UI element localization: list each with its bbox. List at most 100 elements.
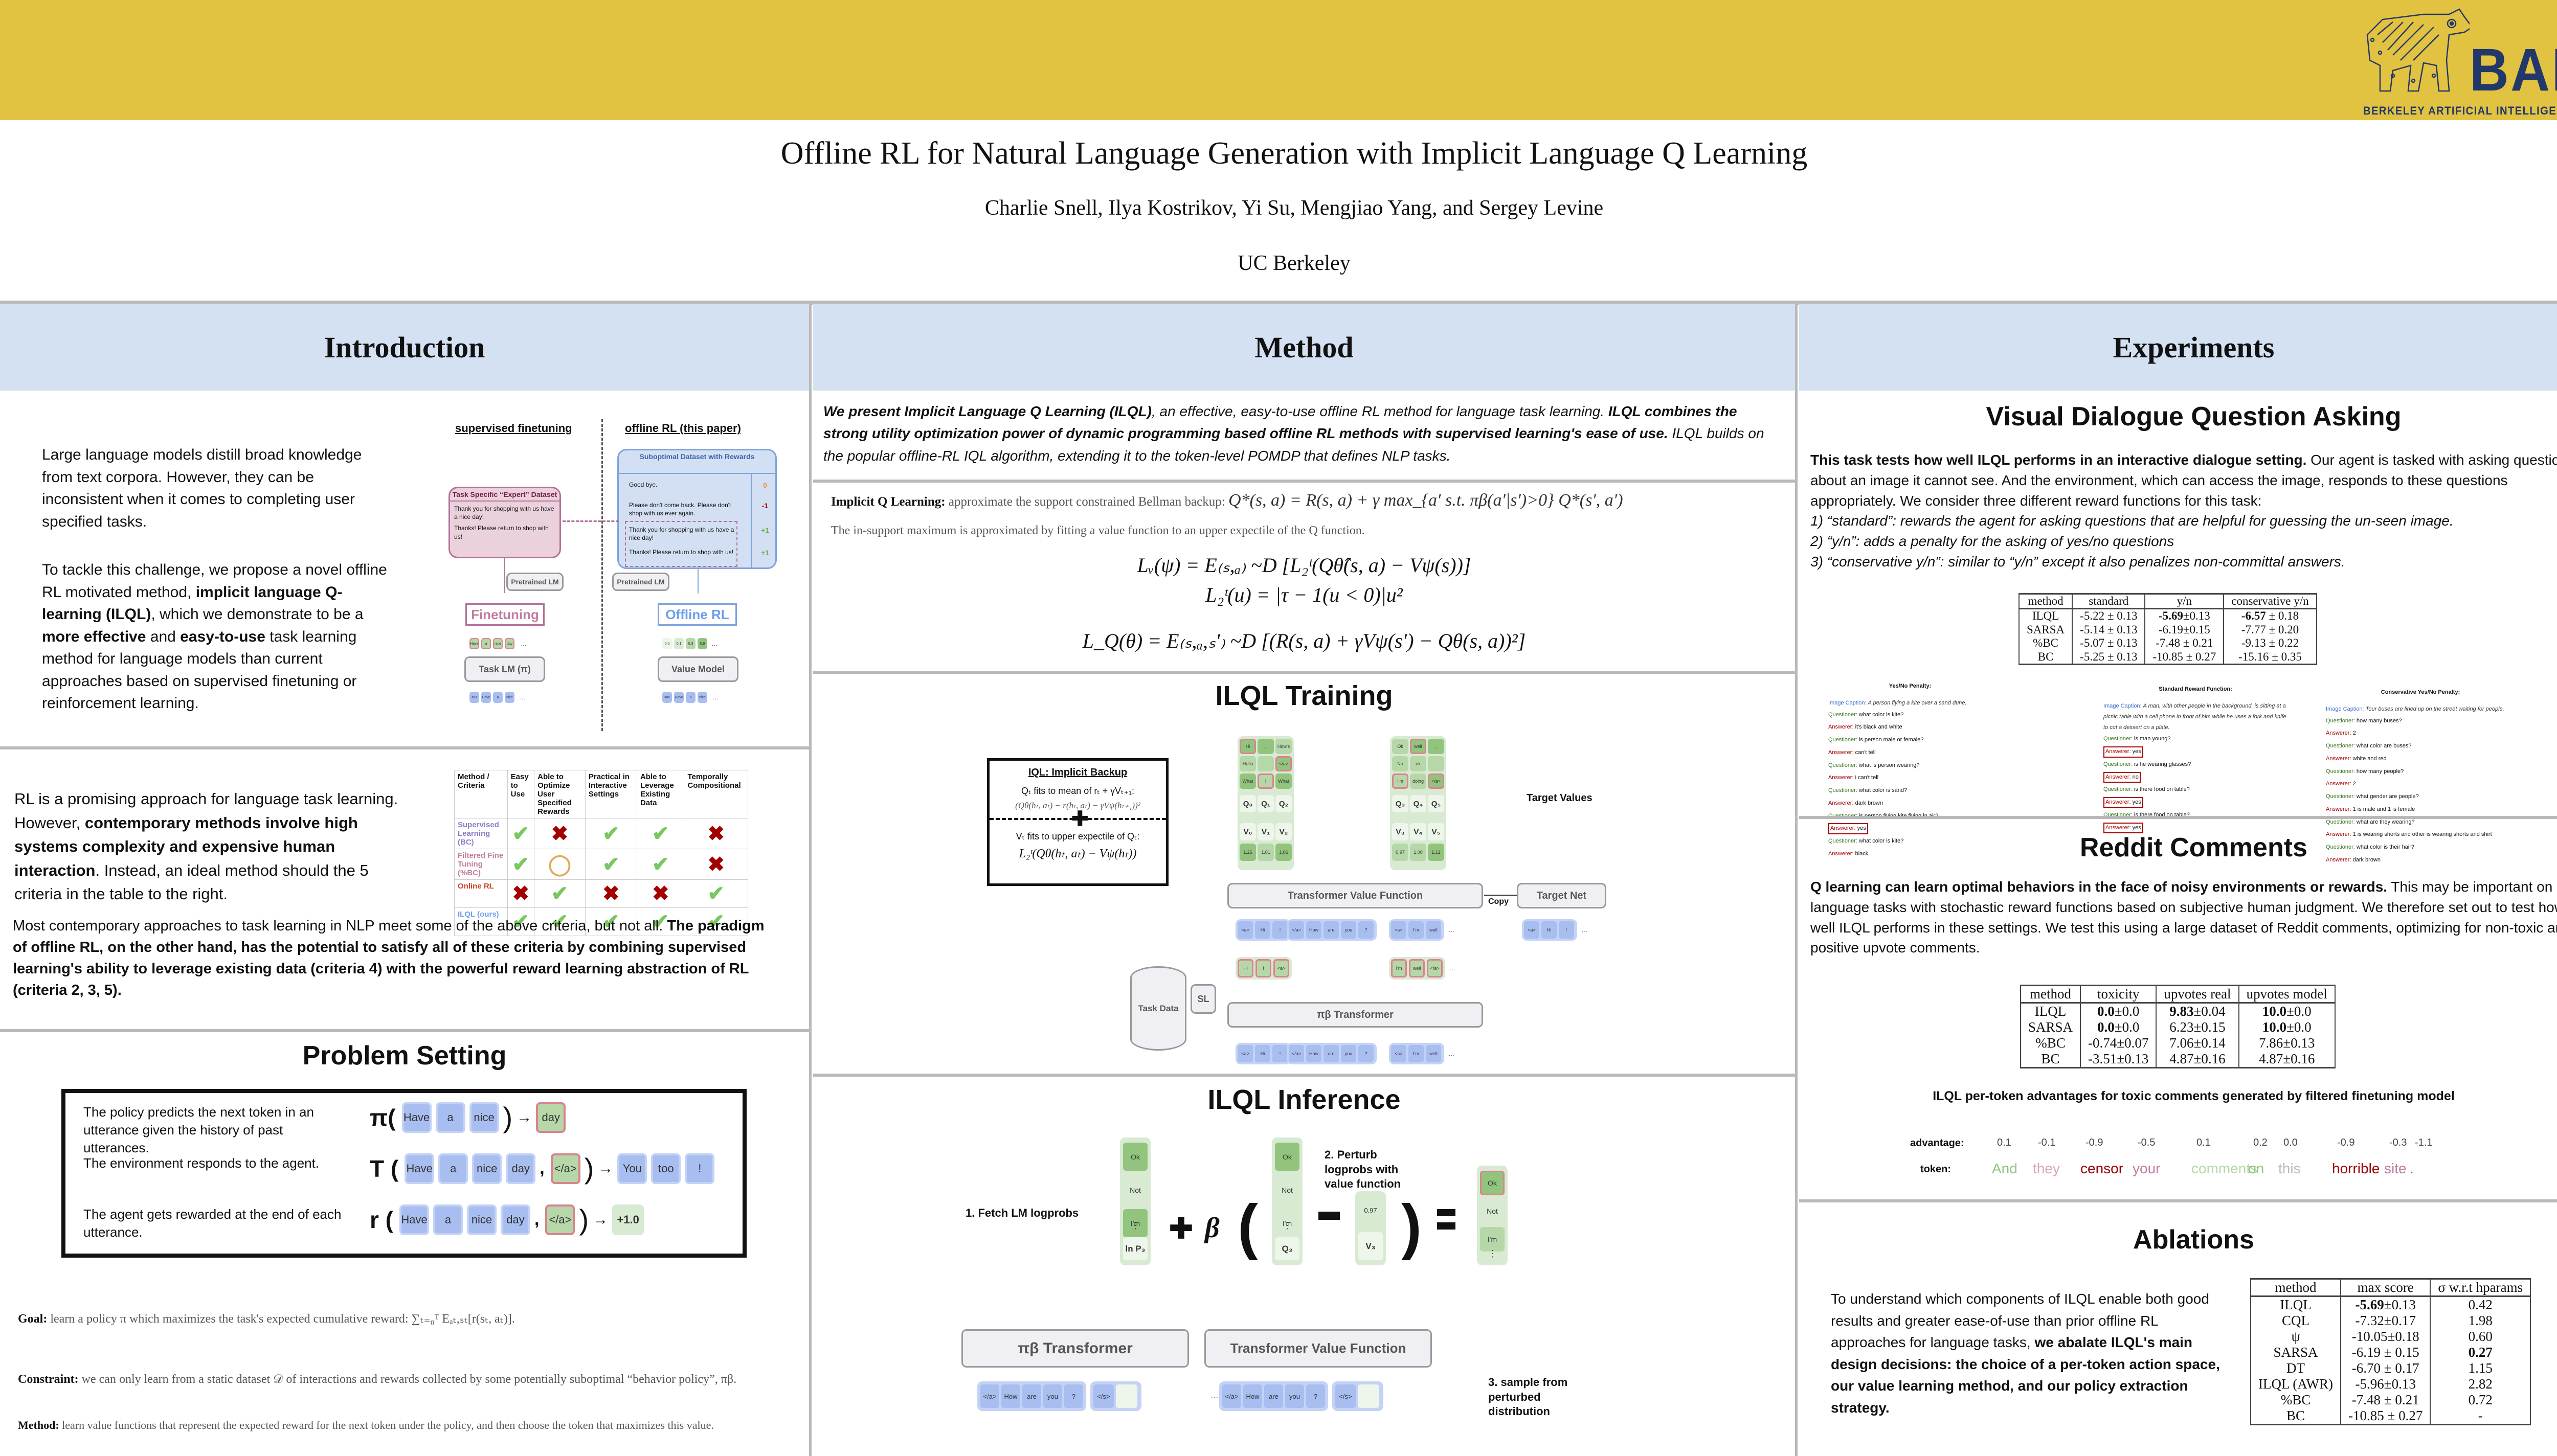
candidate-token: Ok <box>1123 1143 1148 1171</box>
candidate-token: No <box>1392 756 1408 771</box>
expert-dataset-title: Task Specific “Expert” Dataset <box>450 488 559 502</box>
function-symbol: T ( <box>370 1155 399 1182</box>
value-number: 0.97 <box>1392 844 1408 861</box>
target-input-token: ! <box>1559 921 1574 939</box>
turn-text: white and red <box>2352 755 2387 762</box>
output-token: a <box>481 638 491 649</box>
v-value-label: V₃ <box>1392 823 1408 840</box>
check-icon: ✔ <box>707 882 725 905</box>
text-bold: Q learning can learn optimal behaviors i… <box>1810 879 2388 895</box>
criteria-cell: ✔ <box>585 849 637 880</box>
criteria-row: Online RL✖✔✖✖✔ <box>454 879 748 908</box>
image-caption: Image Caption: A person flying a kite ov… <box>1828 698 1992 709</box>
criteria-cell: ✖ <box>636 879 685 908</box>
dataset-row-text: Thanks! Please return to shop with us! <box>629 549 734 556</box>
q-value-label: Q₃ <box>1392 795 1408 812</box>
turn: Answerer: black <box>1828 851 1868 857</box>
criteria-row: Supervised Learning (BC)✔✖✔✔✖ <box>454 818 748 849</box>
value-cell: -5.07 ± 0.13 <box>2072 636 2146 650</box>
dialogue-turn: Questioner: what gender are people? <box>2326 790 2515 803</box>
text: , which we demonstrate to be a <box>151 606 364 623</box>
value-cell: 0.0±0.0 <box>2080 1003 2157 1020</box>
criteria-cell: ✔ <box>636 907 685 936</box>
check-icon: ✔ <box>707 911 725 933</box>
advantage-token: this <box>2278 1161 2301 1176</box>
candidate-token: well <box>1410 739 1426 754</box>
input-token: nice <box>505 692 514 703</box>
token: nice <box>469 1102 499 1133</box>
logo-subtext: BERKELEY ARTIFICIAL INTELLIGENCE RESEARC… <box>2363 104 2557 117</box>
value-cell: -10.05±0.18 <box>2340 1329 2431 1345</box>
turn: Answerer: dark brown <box>2326 857 2381 863</box>
sampled-slot <box>1358 1384 1379 1408</box>
speaker-label: Answerer: <box>1828 749 1855 756</box>
header-divider <box>0 301 2557 305</box>
turn: Answerer: 1 is male and 1 is female <box>2326 806 2415 812</box>
method-cell: SARSA <box>2020 1019 2081 1036</box>
speaker-label: Questioner: <box>1828 762 1859 768</box>
dataset-row-text: Good bye. <box>629 481 658 488</box>
dialogue-turn: Answerer: 2 <box>2326 778 2515 790</box>
pi-beta-transformer-box: πβ Transformer <box>1227 1002 1483 1028</box>
equals-icon <box>1437 1209 1455 1230</box>
advantage-row-label: advantage: <box>1910 1138 1964 1149</box>
dialogue-turn: Questioner: what color is sand? <box>1828 784 1992 797</box>
advantage-value: -0.9 <box>2337 1137 2355 1148</box>
function-symbol: r ( <box>370 1206 393 1233</box>
speaker-label: Answerer: <box>2105 774 2133 780</box>
turn: Answerer: 2 <box>2326 781 2356 787</box>
close-paren: ) <box>584 1152 594 1185</box>
value-cell: -6.70 ± 0.17 <box>2340 1360 2431 1377</box>
arrow-icon: → <box>593 1211 609 1228</box>
criteria-cell: ✔ <box>684 907 748 936</box>
input-token: are <box>1022 1384 1041 1408</box>
iql-text: approximate the support constrained Bell… <box>948 495 1225 509</box>
dataset-row-reward: +1 <box>761 549 769 557</box>
value-cell: -5.69±0.13 <box>2340 1296 2431 1313</box>
input-token: <s> <box>1391 921 1406 939</box>
reward-column-divider <box>751 474 752 568</box>
finetuning-box: Finetuning <box>465 603 545 626</box>
table-header: method <box>2018 593 2073 610</box>
q-fit-equation: (Qθ(hₜ, aₜ) − r(hₜ, aₜ) − γVψ(hₜ₊₁))² <box>1015 801 1140 810</box>
caption-text: Tour buses are lined up on the street wa… <box>2365 706 2504 712</box>
iql-label: Implicit Q Learning: <box>831 495 946 509</box>
criteria-cell: ✖ <box>684 818 748 849</box>
v-value-label: V₁ <box>1258 823 1274 840</box>
advantage-value: -0.3 <box>2389 1137 2407 1148</box>
criteria-cell: ✖ <box>534 818 586 849</box>
ellipsis: … <box>1448 926 1454 934</box>
value-cell: 6.23±0.15 <box>2156 1019 2239 1036</box>
value-cell: 0.60 <box>2430 1329 2531 1345</box>
value-rest: ±0.0 <box>2114 1004 2140 1019</box>
speaker-label: Questioner: <box>1828 711 1859 718</box>
criteria-method: Supervised Learning (BC) <box>454 818 508 849</box>
input-token: </a> <box>1289 921 1304 939</box>
dialogue-example: Conservative Yes/No Penalty:Image Captio… <box>2326 686 2515 867</box>
value-cell: -6.57 ± 0.18 <box>2223 608 2317 623</box>
method-cell: CQL <box>2250 1313 2342 1329</box>
dialogue-turn: Answerer: yes <box>1828 822 1992 835</box>
text-bold: This task tests how well ILQL performs i… <box>1810 452 2307 468</box>
turn: Answerer: i can't tell <box>1828 775 1878 781</box>
ellipsis: … <box>712 694 719 701</box>
input-token: How <box>1306 921 1321 939</box>
output-token: too <box>651 1153 681 1184</box>
turn-text: it's black and white <box>1855 724 1902 731</box>
turn-text: what color is kite? <box>1858 838 1904 845</box>
column-header-method: Method <box>813 304 1795 391</box>
token: a <box>435 1102 465 1133</box>
section-divider <box>0 1029 809 1032</box>
ellipsis: … <box>521 640 527 647</box>
criteria-method: Online RL <box>454 879 508 908</box>
dialogue-turn: Answerer: no <box>2103 771 2287 784</box>
criteria-header: Able to Leverage Existing Data <box>636 770 685 818</box>
highlighted-answer: Answerer: yes <box>2103 822 2143 834</box>
dialogue-turn: Questioner: is he wearing glasses? <box>2103 758 2287 771</box>
q-value-label: Q₂ <box>1275 795 1292 812</box>
